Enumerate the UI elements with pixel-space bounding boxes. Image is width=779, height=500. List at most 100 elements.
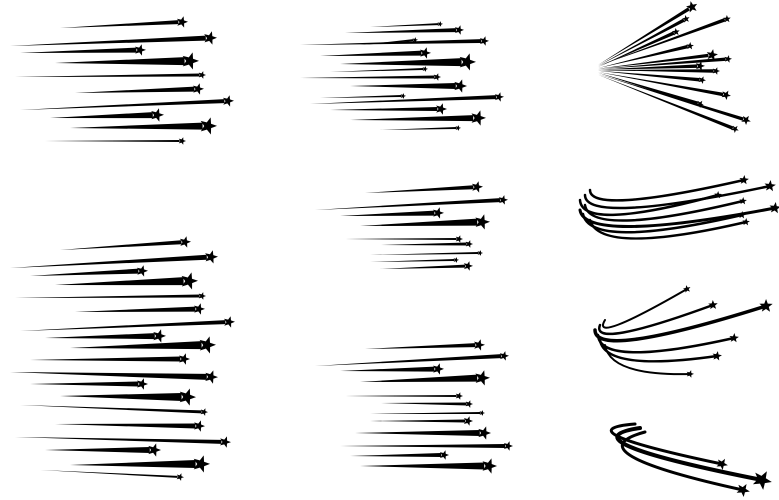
streak-tail — [350, 115, 474, 122]
streak-tail — [320, 50, 422, 56]
streak-tail — [55, 423, 196, 429]
star-icon — [738, 211, 746, 219]
streak-tail — [345, 28, 457, 33]
curved-streaks-right-middle — [578, 175, 779, 240]
star-icon — [479, 410, 485, 416]
streak-tail — [380, 402, 467, 406]
streak-tail — [60, 20, 179, 28]
streak-tail — [60, 240, 182, 250]
star-icon — [178, 137, 186, 145]
streak-tail — [598, 53, 709, 69]
streak-tail — [340, 444, 505, 448]
curved-streak-tail — [598, 338, 719, 363]
star-icon — [686, 1, 698, 13]
star-icon — [205, 370, 218, 384]
star-icon — [708, 300, 718, 310]
star-icon — [721, 90, 731, 100]
star-icon — [176, 16, 188, 28]
star-icon — [752, 471, 772, 490]
star-icon — [716, 458, 728, 470]
streak-tail — [315, 354, 502, 366]
streak-tail — [60, 392, 182, 401]
star-icon — [412, 37, 418, 43]
curved-streak-tail — [598, 303, 715, 336]
straight-streaks-center-upper — [300, 21, 504, 131]
streak-tail — [365, 343, 476, 349]
star-icon — [723, 15, 731, 23]
curved-streak-tail — [615, 426, 764, 482]
star-icon — [200, 408, 208, 416]
streak-tail — [370, 259, 455, 262]
curved-streak-tail — [621, 430, 745, 492]
streak-tail — [345, 238, 457, 240]
curved-streak-tail — [583, 199, 745, 222]
curved-streak-tail — [578, 193, 720, 217]
streak-tail — [55, 57, 185, 66]
star-icon — [223, 95, 234, 107]
streak-tail — [45, 140, 180, 142]
star-icon — [503, 441, 513, 451]
streak-tail — [598, 74, 734, 130]
streak-tail — [40, 470, 178, 478]
streak-tail — [598, 18, 726, 66]
streak-tail — [15, 73, 200, 77]
star-icon — [482, 458, 497, 474]
curved-streak-tail — [583, 184, 772, 210]
streak-tail — [10, 372, 207, 380]
streak-tail — [30, 356, 181, 362]
straight-streaks-left-upper — [10, 16, 234, 145]
star-icon — [224, 316, 235, 328]
star-icon — [683, 285, 691, 293]
streak-tail — [75, 86, 195, 93]
star-icon — [498, 195, 508, 205]
streak-tail — [380, 264, 466, 269]
straight-streaks-center-lower — [315, 339, 513, 474]
star-icon — [181, 272, 198, 290]
streak-tail — [300, 75, 435, 79]
streak-tail — [10, 254, 207, 268]
streak-tail — [20, 47, 137, 53]
star-icon — [198, 292, 206, 300]
star-icon — [759, 299, 773, 312]
star-icon — [148, 443, 161, 457]
star-icon — [437, 21, 443, 27]
streak-tail — [330, 107, 438, 112]
streak-tail — [355, 430, 480, 436]
star-icon — [182, 52, 199, 70]
star-icon — [729, 333, 739, 343]
star-icon — [454, 79, 467, 93]
star-icon — [769, 202, 779, 214]
streak-tail — [598, 70, 700, 82]
star-icon — [764, 180, 776, 192]
star-icon — [463, 416, 473, 426]
star-icon — [151, 108, 164, 122]
star-icon — [686, 370, 694, 378]
streak-tail — [598, 7, 690, 65]
star-icon — [682, 15, 690, 23]
star-icon — [439, 450, 449, 460]
streak-tail — [330, 68, 424, 72]
star-icon — [455, 125, 461, 131]
streak-tail — [598, 18, 685, 66]
streak-tail — [370, 252, 479, 255]
star-icon — [463, 261, 473, 271]
star-icon — [200, 117, 217, 135]
straight-streaks-left-lower — [10, 236, 235, 481]
star-icon — [193, 83, 204, 95]
star-icon — [454, 25, 464, 35]
star-icon — [494, 92, 504, 102]
star-icon — [736, 483, 750, 497]
radiating-streaks-right-upper — [598, 1, 751, 133]
star-icon — [477, 250, 483, 256]
star-icon — [433, 207, 444, 219]
star-icon — [453, 257, 459, 263]
star-icon — [742, 218, 750, 226]
star-icon — [459, 53, 476, 71]
star-icon — [739, 197, 747, 205]
streak-tail — [20, 405, 202, 414]
streak-tail — [370, 412, 481, 415]
star-icon — [672, 28, 680, 36]
